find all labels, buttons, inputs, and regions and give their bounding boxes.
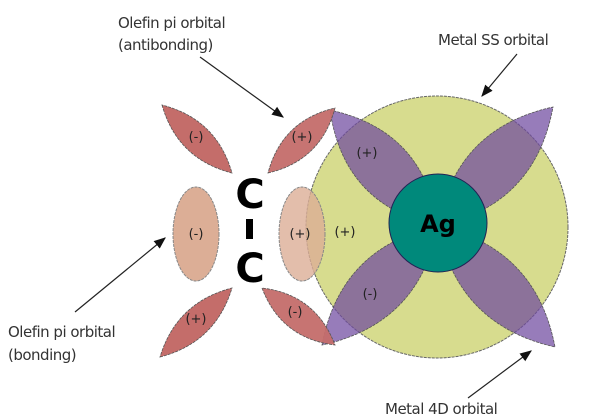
label-metal-s: Metal SS orbital xyxy=(438,31,548,49)
carbon-bond xyxy=(246,219,253,239)
olefin-antibonding-orbital xyxy=(159,104,336,358)
olefin-bonding-lobe-left xyxy=(172,186,220,282)
arrow-antibonding xyxy=(199,56,284,118)
sign-pi-star-bottom-left: (+) xyxy=(185,312,206,327)
sign-pi-star-top-right: (+) xyxy=(291,130,312,145)
label-antibonding-line2: (antibonding) xyxy=(118,36,213,54)
sign-d-bottom-left: (-) xyxy=(363,287,378,302)
carbon-atom-top: C xyxy=(235,172,264,218)
label-bonding-line1: Olefin pi orbital xyxy=(8,323,115,341)
pi-star-lobe-bottom-right xyxy=(261,287,336,346)
sign-pi-left: (-) xyxy=(189,227,204,242)
carbon-atom-bottom: C xyxy=(235,246,264,292)
arrow-metal-s xyxy=(481,53,518,97)
sign-pi-star-top-left: (-) xyxy=(189,130,204,145)
label-metal-d: Metal 4D orbital xyxy=(385,400,497,418)
silver-atom xyxy=(388,173,488,273)
sign-pi-star-bottom-right: (-) xyxy=(288,305,303,320)
sign-metal-s: (+) xyxy=(334,225,355,240)
pi-star-lobe-bottom-left xyxy=(159,287,233,358)
arrow-metal-d xyxy=(467,350,532,399)
pi-star-lobe-top-right xyxy=(267,107,336,174)
pi-star-lobe-top-left xyxy=(161,104,233,174)
arrow-bonding xyxy=(74,237,166,313)
label-antibonding-line1: Olefin pi orbital xyxy=(118,14,225,32)
sign-d-top-left: (+) xyxy=(356,146,377,161)
olefin-bonding-lobe-right xyxy=(278,186,326,282)
silver-atom-label: Ag xyxy=(420,210,456,238)
label-bonding-line2: (bonding) xyxy=(8,346,76,364)
sign-pi-right: (+) xyxy=(289,227,310,242)
